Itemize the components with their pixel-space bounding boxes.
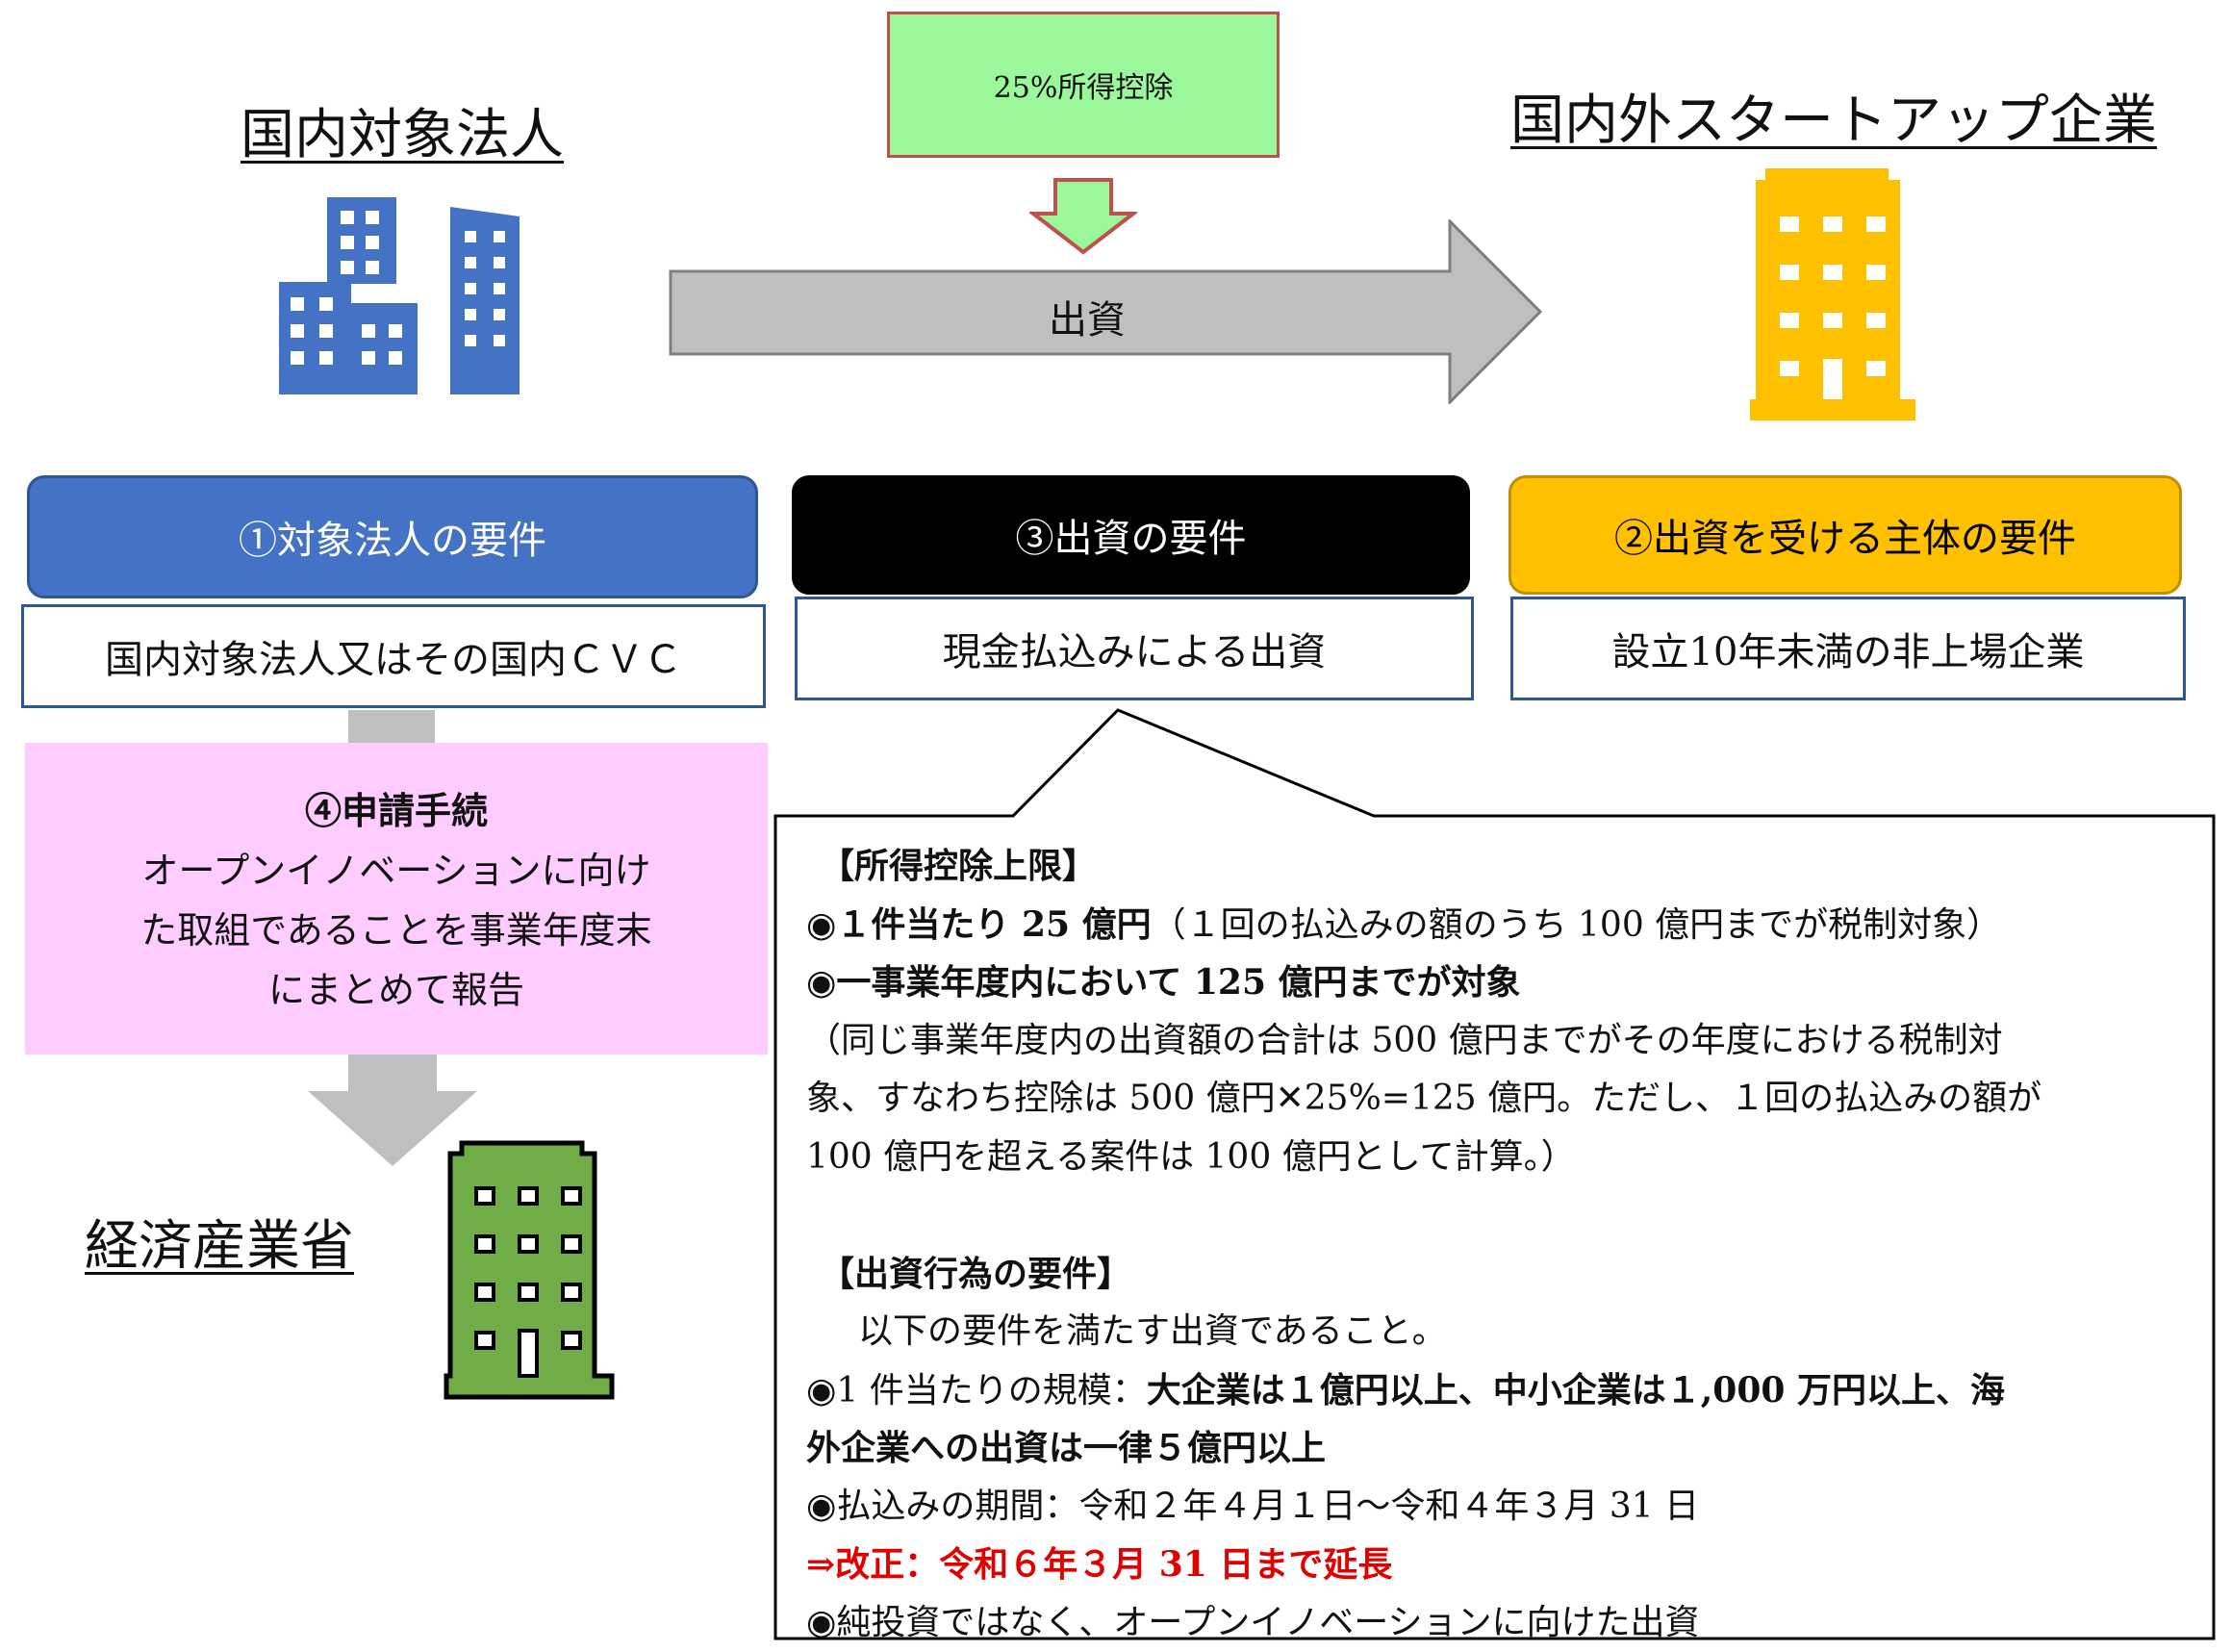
amendment-note: ⇒改正：令和６年３月 31 日まで延長 <box>806 1536 2192 1594</box>
payment-period: ◉払込みの期間：令和２年４月１日～令和４年３月 31 日 <box>806 1478 2192 1537</box>
annual-limit-note: 象、すなわち控除は 500 億円✕25%=125 億円。ただし、１回の払込みの額… <box>806 1070 2192 1129</box>
scale-requirement-cont: 外企業への出資は一律５億円以上 <box>806 1419 2192 1478</box>
callout-content: 【所得控除上限】 ◉１件当たり 25 億円（１回の払込みの額のうち 100 億円… <box>806 837 2192 1652</box>
investment-act-heading: 【出資行為の要件】 <box>806 1245 2192 1304</box>
scale-requirement: 大企業は１億円以上、中小企業は１,000 万円以上、海 <box>1147 1370 2005 1411</box>
per-investment-limit: ◉１件当たり 25 億円 <box>806 904 1152 945</box>
open-innovation-requirement: ◉純投資ではなく、オープンイノベーションに向けた出資 <box>806 1594 2192 1652</box>
annual-limit-note: （同じ事業年度内の出資額の合計は 500 億円までがその年度における税制対 <box>806 1012 2192 1071</box>
annual-limit-note: 100 億円を超える案件は 100 億円として計算。） <box>806 1129 2192 1187</box>
per-investment-limit-note: （１回の払込みの額のうち 100 億円までが税制対象） <box>1152 905 2002 945</box>
income-deduction-limit-heading: 【所得控除上限】 <box>806 837 2192 896</box>
annual-limit: ◉一事業年度内において 125 億円までが対象 <box>806 953 2192 1012</box>
investment-act-intro: 以下の要件を満たす出資であること。 <box>806 1303 2192 1361</box>
scale-prefix: ◉1 件当たりの規模： <box>806 1371 1147 1411</box>
